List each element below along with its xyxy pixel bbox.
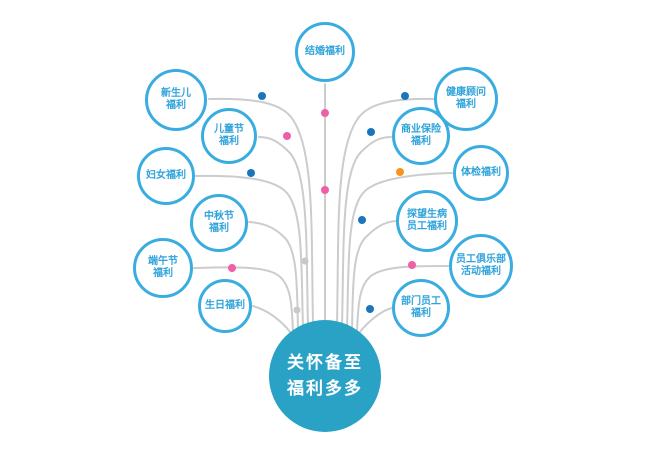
node-label: 部门员工 福利 (401, 296, 441, 319)
node-birthday-benefit: 生日福利 (198, 279, 252, 333)
node-label: 结婚福利 (305, 46, 345, 57)
node-label: 中秋节 福利 (204, 211, 234, 234)
branch-childrens-day-line (258, 136, 309, 327)
node-label: 探望生病 员工福利 (407, 209, 447, 232)
node-newborn-benefit: 新生儿 福利 (145, 69, 207, 131)
node-dragon-boat-benefit: 端午节 福利 (133, 238, 193, 298)
node-label: 生日福利 (205, 300, 245, 311)
node-label: 儿童节 福利 (214, 124, 244, 147)
blue-dot (366, 305, 374, 313)
node-childrens-day-benefit: 儿童节 福利 (201, 108, 257, 164)
pink-dot (228, 264, 236, 272)
branch-dragon-boat-line (193, 266, 294, 333)
blue-dot (247, 169, 255, 177)
node-label: 体检福利 (461, 167, 501, 178)
center-node: 关怀备至 福利多多 (269, 320, 381, 432)
node-womens-benefit: 妇女福利 (137, 147, 195, 205)
center-label: 关怀备至 福利多多 (287, 353, 363, 398)
branch-visit-sick-line (351, 220, 397, 331)
node-label: 商业保险 福利 (401, 124, 441, 147)
branch-mid-autumn-line (248, 221, 299, 331)
branch-newborn-line (208, 97, 314, 325)
branch-department-line (358, 307, 393, 334)
blue-dot (367, 128, 375, 136)
node-commercial-insurance-benefit: 商业保险 福利 (392, 107, 450, 165)
pink-dot (283, 132, 291, 140)
branch-physical-exam-line (346, 172, 453, 329)
node-visit-sick-employee-benefit: 探望生病 员工福利 (396, 190, 458, 252)
branch-womens-line (195, 174, 304, 329)
node-physical-exam-benefit: 体检福利 (453, 145, 509, 201)
node-label: 端午节 福利 (148, 256, 178, 279)
branch-insurance-line (341, 136, 392, 327)
node-label: 员工俱乐部 活动福利 (456, 254, 506, 277)
branch-birthday-line (252, 305, 292, 334)
node-mid-autumn-benefit: 中秋节 福利 (190, 194, 248, 252)
gray-dot (293, 306, 301, 314)
gray-dot (301, 257, 309, 265)
node-employee-club-benefit: 员工俱乐部 活动福利 (449, 234, 513, 298)
node-label: 妇女福利 (146, 170, 186, 181)
pink-dot (408, 261, 416, 269)
node-department-employee-benefit: 部门员工 福利 (392, 279, 450, 337)
branch-health-advisor-line (336, 97, 435, 325)
orange-dot (396, 168, 404, 176)
node-label: 新生儿 福利 (161, 88, 191, 111)
node-marriage-benefit: 结婚福利 (295, 22, 355, 82)
blue-dot (358, 216, 366, 224)
pink-dot (321, 186, 329, 194)
branch-employee-club-line (356, 265, 450, 333)
node-label: 健康顾问 福利 (446, 87, 486, 110)
blue-dot (258, 92, 266, 100)
blue-dot (401, 92, 409, 100)
pink-dot (321, 109, 329, 117)
